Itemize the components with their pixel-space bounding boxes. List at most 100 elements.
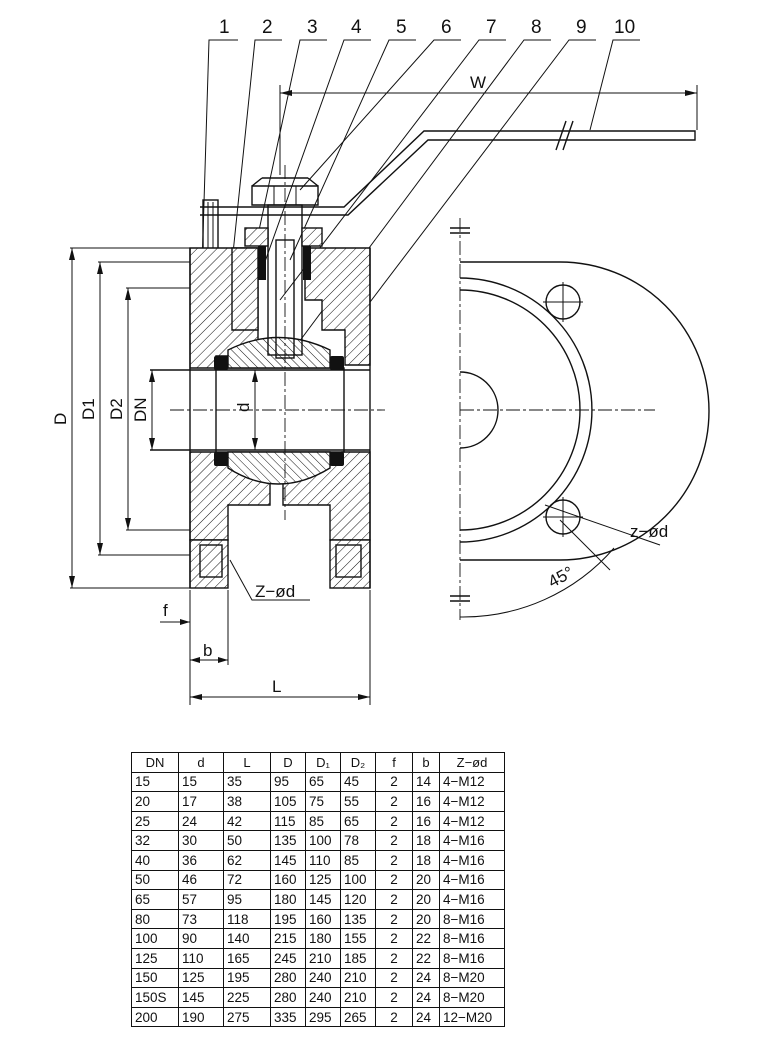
table-cell: 275: [223, 1006, 271, 1028]
table-cell: 2: [375, 869, 413, 891]
dim-label-f: f: [163, 601, 168, 620]
table-cell: 210: [340, 987, 376, 1008]
table-cell: 16: [412, 791, 440, 812]
part-number-7: 7: [486, 17, 497, 38]
table-cell: 150S: [131, 987, 179, 1008]
table-cell: 2: [375, 810, 413, 832]
table-cell: 145: [305, 889, 341, 910]
col-header-z-od: Z−ød: [439, 752, 505, 773]
table-cell: 190: [178, 1006, 224, 1028]
part-number-9: 9: [576, 17, 587, 38]
table-cell: 2: [375, 889, 413, 910]
valve-drawing: 1 2 3 4 5 6 7 8 9 10: [51, 17, 710, 705]
table-cell: 30: [178, 830, 224, 851]
table-cell: 120: [340, 889, 376, 910]
table-cell: 8−M16: [439, 908, 505, 930]
table-cell: 295: [305, 1006, 341, 1028]
table-cell: 105: [270, 791, 306, 812]
part-number-6: 6: [441, 17, 452, 38]
table-cell: 280: [270, 987, 306, 1008]
table-cell: 15: [131, 771, 179, 793]
table-cell: 85: [305, 810, 341, 832]
part-number-10: 10: [614, 17, 635, 38]
table-cell: 24: [412, 1006, 440, 1028]
dim-label-z-od-front: Z−ød: [255, 582, 295, 601]
table-cell: 50: [223, 830, 271, 851]
dim-label-d2: D2: [107, 398, 126, 420]
table-cell: 40: [131, 849, 179, 871]
table-cell: 140: [223, 928, 271, 949]
table-cell: 240: [305, 987, 341, 1008]
table-cell: 200: [131, 1006, 179, 1028]
col-header-dn: DN: [131, 752, 179, 773]
table-cell: 125: [178, 967, 224, 989]
table-cell: 160: [270, 869, 306, 891]
table-cell: 2: [375, 1006, 413, 1028]
table-cell: 24: [178, 810, 224, 832]
table-cell: 210: [305, 947, 341, 969]
table-cell: 55: [340, 791, 376, 812]
diameter-dimensions: D D1 D2 DN d: [51, 247, 258, 589]
table-cell: 20: [412, 869, 440, 891]
table-cell: 100: [305, 830, 341, 851]
table-cell: 110: [178, 947, 224, 969]
table-cell: 160: [305, 908, 341, 930]
part-number-2: 2: [262, 17, 273, 38]
table-cell: 2: [375, 830, 413, 851]
table-cell: 25: [131, 810, 179, 832]
table-cell: 2: [375, 947, 413, 969]
part-number-5: 5: [396, 17, 407, 38]
table-cell: 335: [270, 1006, 306, 1028]
table-cell: 150: [131, 967, 179, 989]
table-cell: 65: [131, 889, 179, 910]
dim-label-d-outer: D: [51, 413, 70, 425]
table-cell: 2: [375, 928, 413, 949]
table-cell: 62: [223, 849, 271, 871]
table-cell: 8−M16: [439, 928, 505, 949]
table-cell: 110: [305, 849, 341, 871]
table-cell: 215: [270, 928, 306, 949]
table-cell: 75: [305, 791, 341, 812]
table-cell: 22: [412, 928, 440, 949]
table-cell: 240: [305, 967, 341, 989]
table-cell: 155: [340, 928, 376, 949]
table-cell: 20: [131, 791, 179, 812]
table-cell: 135: [340, 908, 376, 930]
table-cell: 8−M16: [439, 947, 505, 969]
col-header-d-outer: D: [270, 752, 306, 773]
dim-label-l: L: [272, 677, 281, 696]
col-header-d1: D₁: [305, 752, 341, 773]
table-cell: 36: [178, 849, 224, 871]
table-cell: 95: [270, 771, 306, 793]
dim-label-d-inner: d: [234, 403, 253, 412]
table-cell: 35: [223, 771, 271, 793]
table-cell: 210: [340, 967, 376, 989]
table-cell: 15: [178, 771, 224, 793]
table-cell: 145: [270, 849, 306, 871]
table-cell: 22: [412, 947, 440, 969]
table-cell: 78: [340, 830, 376, 851]
table-cell: 14: [412, 771, 440, 793]
dim-label-w: W: [470, 73, 486, 92]
table-cell: 12−M20: [439, 1006, 505, 1028]
table-cell: 45: [340, 771, 376, 793]
table-cell: 4−M16: [439, 869, 505, 891]
table-cell: 280: [270, 967, 306, 989]
part-number-labels: 1 2 3 4 5 6 7 8 9 10: [219, 17, 635, 38]
part-number-8: 8: [531, 17, 542, 38]
table-cell: 80: [131, 908, 179, 930]
table-cell: 42: [223, 810, 271, 832]
table-cell: 2: [375, 771, 413, 793]
table-cell: 24: [412, 967, 440, 989]
table-cell: 20: [412, 908, 440, 930]
